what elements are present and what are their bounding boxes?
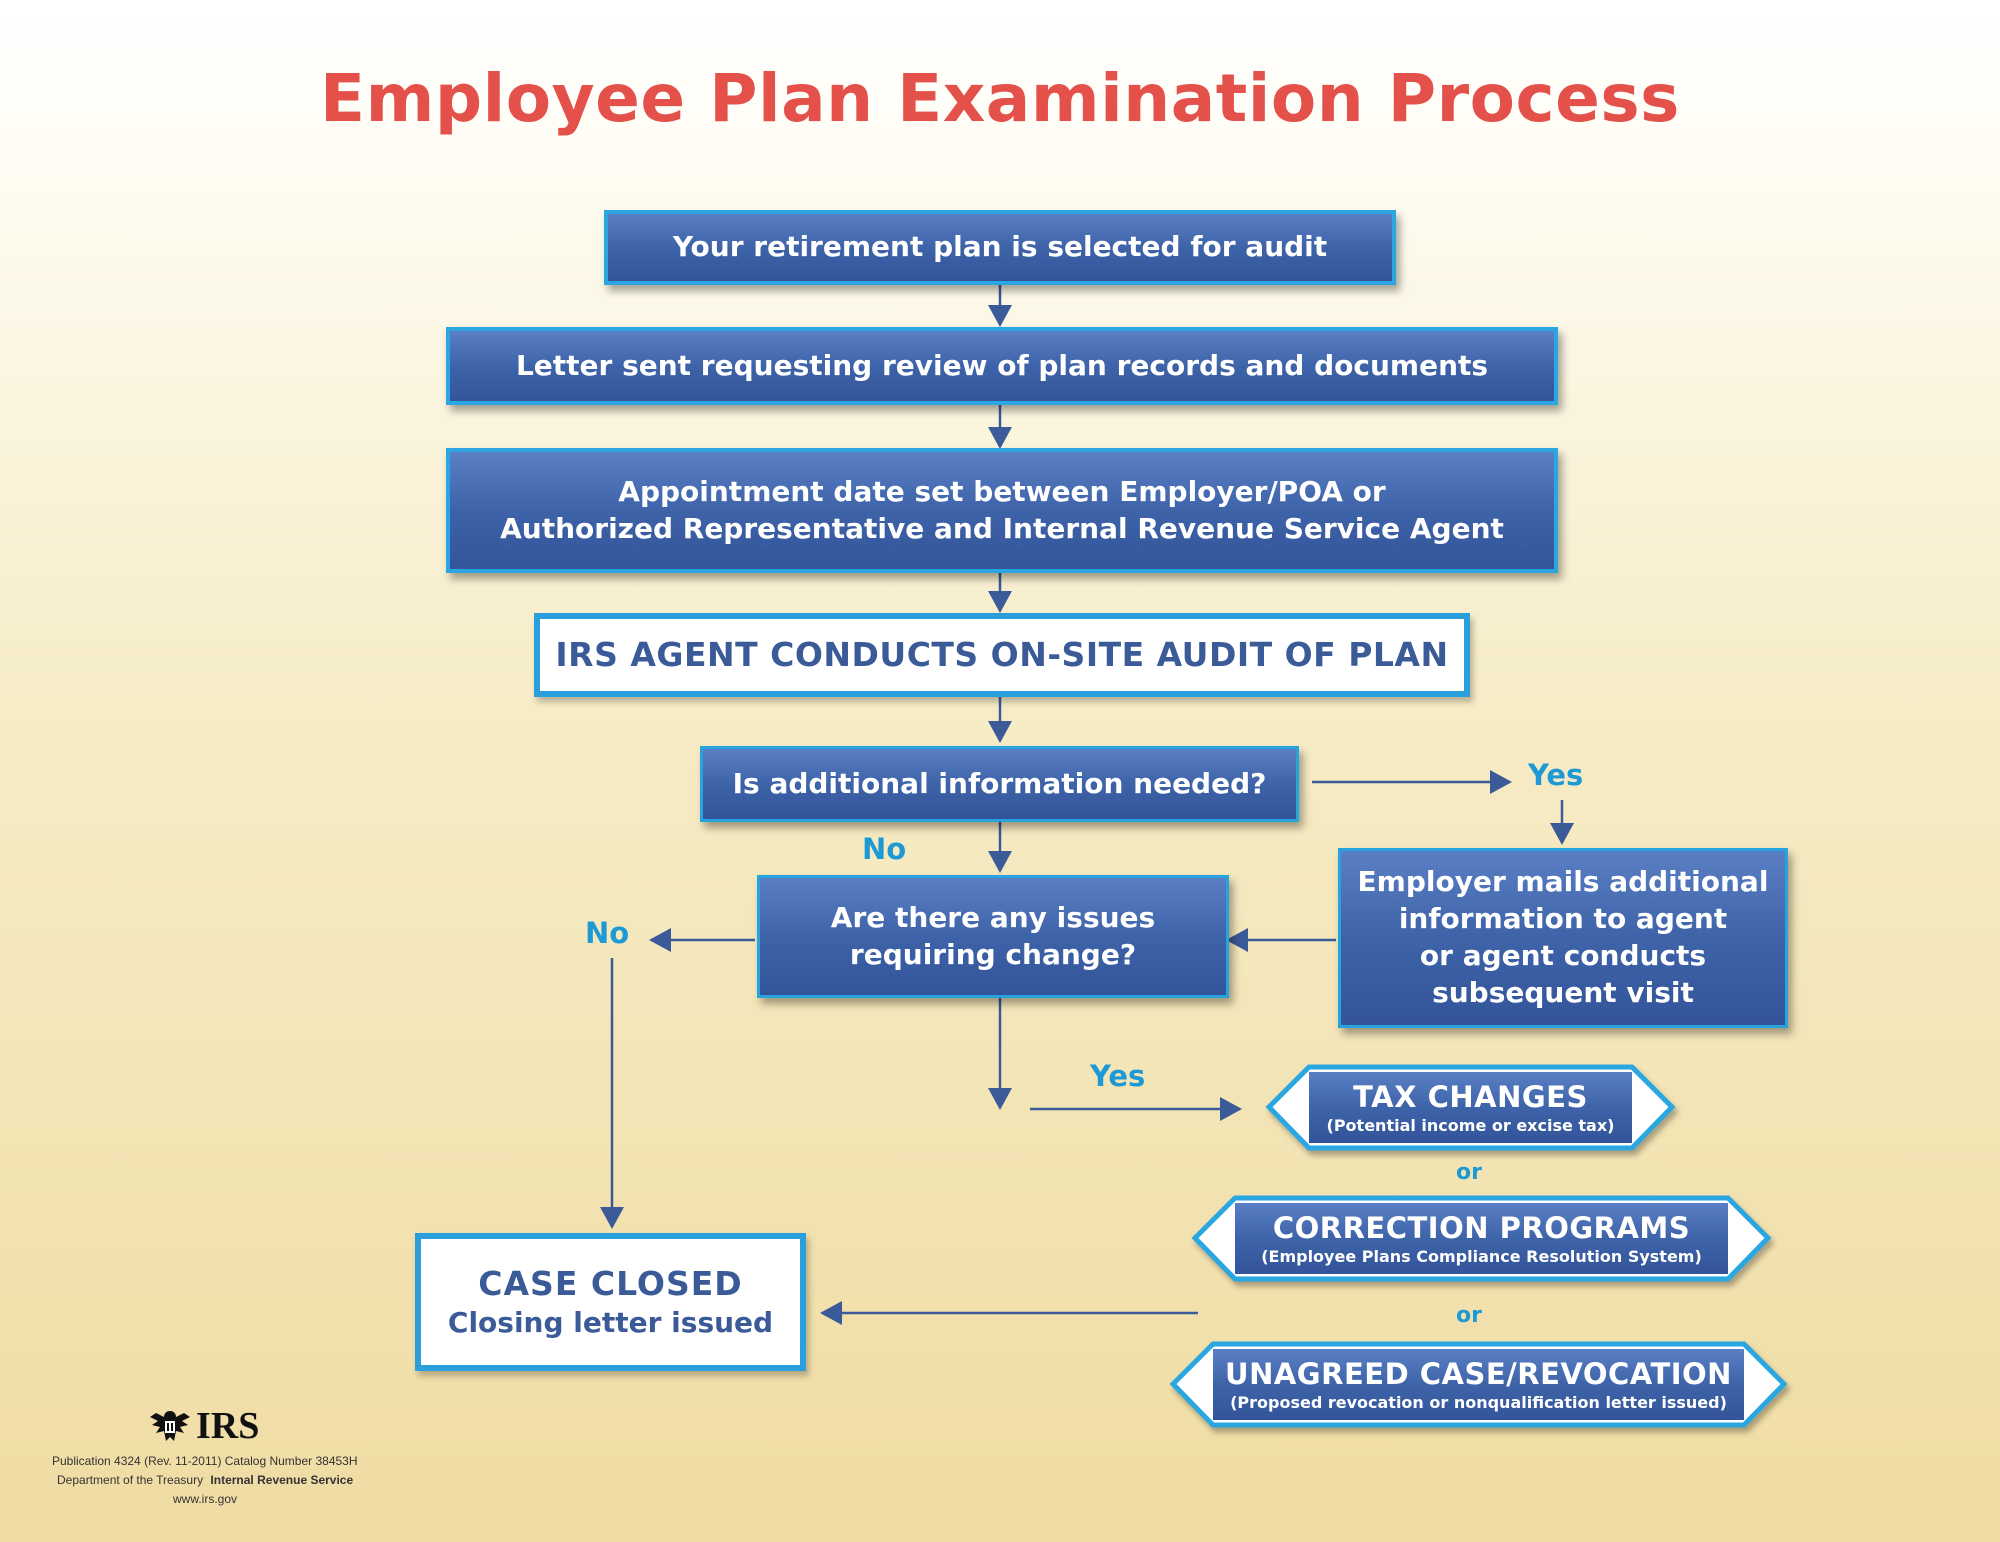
outcome-correction-title: CORRECTION PROGRAMS bbox=[1272, 1211, 1691, 1245]
outcome-unagreed-case: UNAGREED CASE/REVOCATION (Proposed revoc… bbox=[1213, 1349, 1744, 1420]
employer-line3: or agent conducts bbox=[1419, 939, 1707, 972]
case-closed-subtitle: Closing letter issued bbox=[447, 1306, 774, 1340]
outcome-tax-changes-shape bbox=[1265, 1064, 1676, 1151]
label-no-issues: No bbox=[585, 916, 630, 950]
outcome-tax-changes-subtitle: (Potential income or excise tax) bbox=[1326, 1116, 1615, 1135]
decision-issues-line1: Are there any issues bbox=[830, 900, 1156, 934]
case-closed-title: CASE CLOSED bbox=[478, 1263, 743, 1303]
footer-department-name: Department of the Treasury bbox=[57, 1473, 204, 1487]
outcome-correction-subtitle: (Employee Plans Compliance Resolution Sy… bbox=[1261, 1247, 1702, 1266]
step-appointment-line1: Appointment date set between Employer/PO… bbox=[618, 474, 1386, 508]
step-letter-text: Letter sent requesting review of plan re… bbox=[515, 348, 1489, 382]
decision-info-text: Is additional information needed? bbox=[732, 766, 1267, 800]
or-label-1: or bbox=[1456, 1160, 1482, 1185]
outcome-unagreed-shape bbox=[1169, 1341, 1788, 1428]
irs-logo-text: IRS bbox=[196, 1405, 260, 1447]
page-title: Employee Plan Examination Process bbox=[320, 60, 1680, 137]
outcome-correction-programs-shape bbox=[1191, 1195, 1772, 1282]
label-yes-issues: Yes bbox=[1090, 1059, 1146, 1093]
or-label-2: or bbox=[1456, 1303, 1482, 1328]
footer-website: www.irs.gov bbox=[173, 1492, 238, 1506]
irs-logo: IRS bbox=[148, 1404, 259, 1448]
decision-info-needed: Is additional information needed? bbox=[700, 746, 1299, 822]
step-letter: Letter sent requesting review of plan re… bbox=[446, 327, 1558, 405]
outcome-tax-changes: TAX CHANGES (Potential income or excise … bbox=[1309, 1072, 1632, 1143]
decision-issues-line2: requiring change? bbox=[849, 937, 1137, 971]
label-no-info: No bbox=[862, 832, 907, 866]
footer-irs-name: Internal Revenue Service bbox=[210, 1473, 354, 1487]
decision-issues: Are there any issues requiring change? bbox=[757, 875, 1229, 998]
step-appointment: Appointment date set between Employer/PO… bbox=[446, 448, 1558, 573]
step-selected-text: Your retirement plan is selected for aud… bbox=[672, 230, 1328, 264]
step-appointment-line2: Authorized Representative and Internal R… bbox=[500, 511, 1504, 545]
eagle-icon bbox=[150, 1411, 190, 1441]
step-case-closed: CASE CLOSED Closing letter issued bbox=[415, 1233, 806, 1371]
footer-department: Department of the Treasury Internal Reve… bbox=[57, 1473, 353, 1487]
outcome-unagreed-title: UNAGREED CASE/REVOCATION bbox=[1225, 1357, 1732, 1391]
step-onsite-text: IRS AGENT CONDUCTS ON-SITE AUDIT OF PLAN bbox=[555, 635, 1449, 675]
outcome-unagreed-subtitle: (Proposed revocation or nonqualification… bbox=[1230, 1393, 1727, 1412]
step-employer-mails: Employer mails additional information to… bbox=[1338, 848, 1788, 1028]
outcome-correction-programs: CORRECTION PROGRAMS (Employee Plans Comp… bbox=[1235, 1203, 1728, 1274]
footer-publication: Publication 4324 (Rev. 11-2011) Catalog … bbox=[52, 1454, 358, 1468]
outcome-tax-changes-title: TAX CHANGES bbox=[1353, 1080, 1588, 1114]
employer-line4: subsequent visit bbox=[1432, 975, 1694, 1009]
step-selected: Your retirement plan is selected for aud… bbox=[604, 210, 1396, 285]
employer-line1: Employer mails additional bbox=[1357, 865, 1769, 899]
label-yes-info: Yes bbox=[1528, 758, 1584, 792]
step-onsite-audit: IRS AGENT CONDUCTS ON-SITE AUDIT OF PLAN bbox=[534, 613, 1470, 697]
employer-line2: information to agent bbox=[1398, 902, 1728, 936]
